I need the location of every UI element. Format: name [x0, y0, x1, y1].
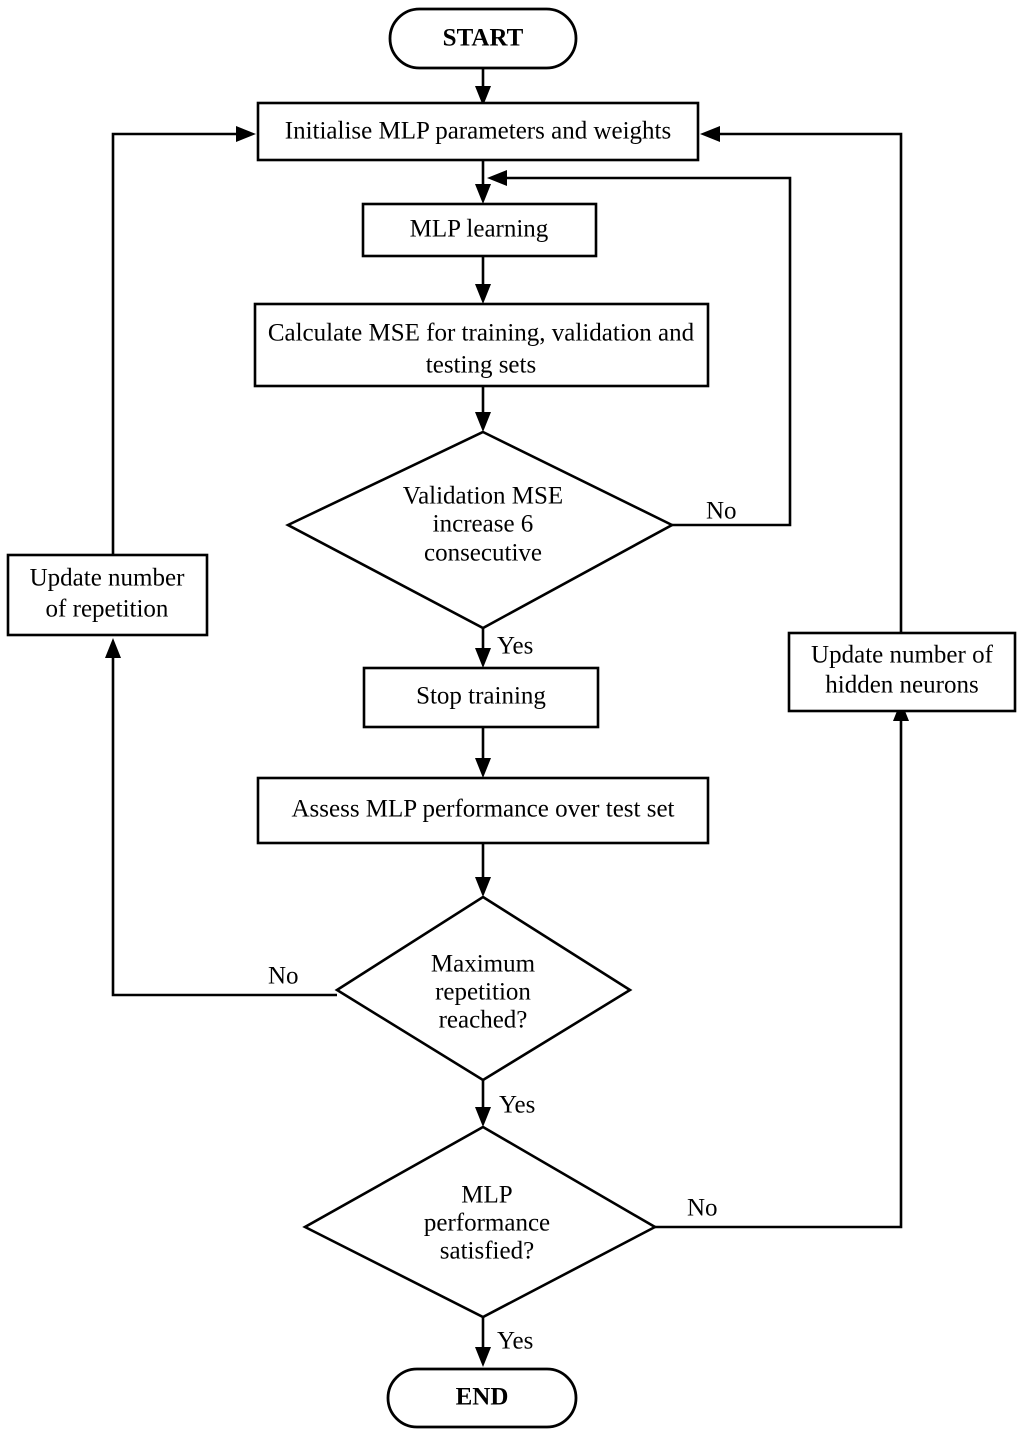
- edge-validation-no-feedback: [487, 170, 792, 527]
- edge-update-repetition-to-initialise: [111, 126, 256, 555]
- node-end-label: END: [456, 1384, 509, 1411]
- node-max-repetition-label-line2: repetition: [435, 979, 531, 1006]
- edge-validation-yes-to-stop-training: [475, 628, 491, 668]
- edge-mlp-performance-yes-to-end: [475, 1317, 491, 1367]
- node-update-hidden-neurons-label-line1: Update number of: [811, 642, 994, 669]
- node-end: END: [386, 1367, 578, 1429]
- edge-label-max-repetition-no: No: [268, 963, 299, 990]
- node-update-repetition: Update number of repetition: [6, 553, 209, 637]
- edge-update-hidden-to-initialise: [700, 126, 903, 633]
- node-validation-decision: Validation MSE increase 6 consecutive: [285, 430, 675, 630]
- node-update-hidden-neurons-label-line2: hidden neurons: [825, 672, 978, 699]
- edge-label-validation-no: No: [706, 498, 737, 525]
- node-max-repetition-label-line3: reached?: [439, 1007, 528, 1034]
- node-mlp-performance-decision: MLP performance satisfied?: [302, 1125, 658, 1319]
- edge-label-mlp-performance-no: No: [687, 1195, 718, 1222]
- node-mlp-learning-label: MLP learning: [410, 216, 549, 243]
- node-max-repetition-label-line1: Maximum: [431, 951, 536, 978]
- edge-assess-to-max-repetition: [475, 843, 491, 897]
- edge-calc-mse-to-validation: [475, 386, 491, 432]
- node-calculate-mse-label-line1: Calculate MSE for training, validation a…: [268, 320, 695, 347]
- node-assess-performance-label: Assess MLP performance over test set: [291, 796, 674, 823]
- node-calculate-mse: Calculate MSE for training, validation a…: [253, 302, 710, 388]
- node-mlp-performance-label-line2: performance: [424, 1210, 550, 1237]
- edge-label-validation-yes: Yes: [497, 633, 533, 660]
- node-stop-training-label: Stop training: [416, 683, 546, 710]
- node-initialise-label: Initialise MLP parameters and weights: [285, 118, 671, 145]
- edge-max-repetition-yes-to-mlp-performance: [475, 1080, 491, 1127]
- node-mlp-learning: MLP learning: [361, 202, 598, 258]
- node-validation-decision-label-line1: Validation MSE: [403, 483, 563, 510]
- edge-stop-training-to-assess: [475, 727, 491, 778]
- node-mlp-performance-label-line3: satisfied?: [440, 1238, 534, 1265]
- node-mlp-performance-label-line1: MLP: [461, 1182, 512, 1209]
- node-stop-training: Stop training: [362, 666, 600, 729]
- edge-initialise-to-mlp-learning: [475, 160, 491, 204]
- node-update-hidden-neurons: Update number of hidden neurons: [787, 631, 1017, 713]
- node-validation-decision-label-line3: consecutive: [424, 540, 542, 567]
- node-start-label: START: [443, 25, 524, 52]
- node-validation-decision-label-line2: increase 6: [433, 511, 534, 538]
- edge-max-repetition-no-feedback: [105, 638, 337, 997]
- edge-mlp-learning-to-calc-mse: [475, 256, 491, 304]
- node-calculate-mse-label-line2: testing sets: [426, 352, 536, 379]
- edge-label-max-repetition-yes: Yes: [499, 1092, 535, 1119]
- edge-label-mlp-performance-yes: Yes: [497, 1328, 533, 1355]
- node-max-repetition-decision: Maximum repetition reached?: [334, 895, 633, 1082]
- node-initialise: Initialise MLP parameters and weights: [256, 101, 700, 162]
- edge-start-to-initialise: [475, 68, 491, 106]
- node-update-repetition-label-line1: Update number: [30, 565, 185, 592]
- node-start: START: [388, 7, 578, 70]
- node-update-repetition-label-line2: of repetition: [46, 596, 169, 623]
- node-assess-performance: Assess MLP performance over test set: [256, 776, 710, 845]
